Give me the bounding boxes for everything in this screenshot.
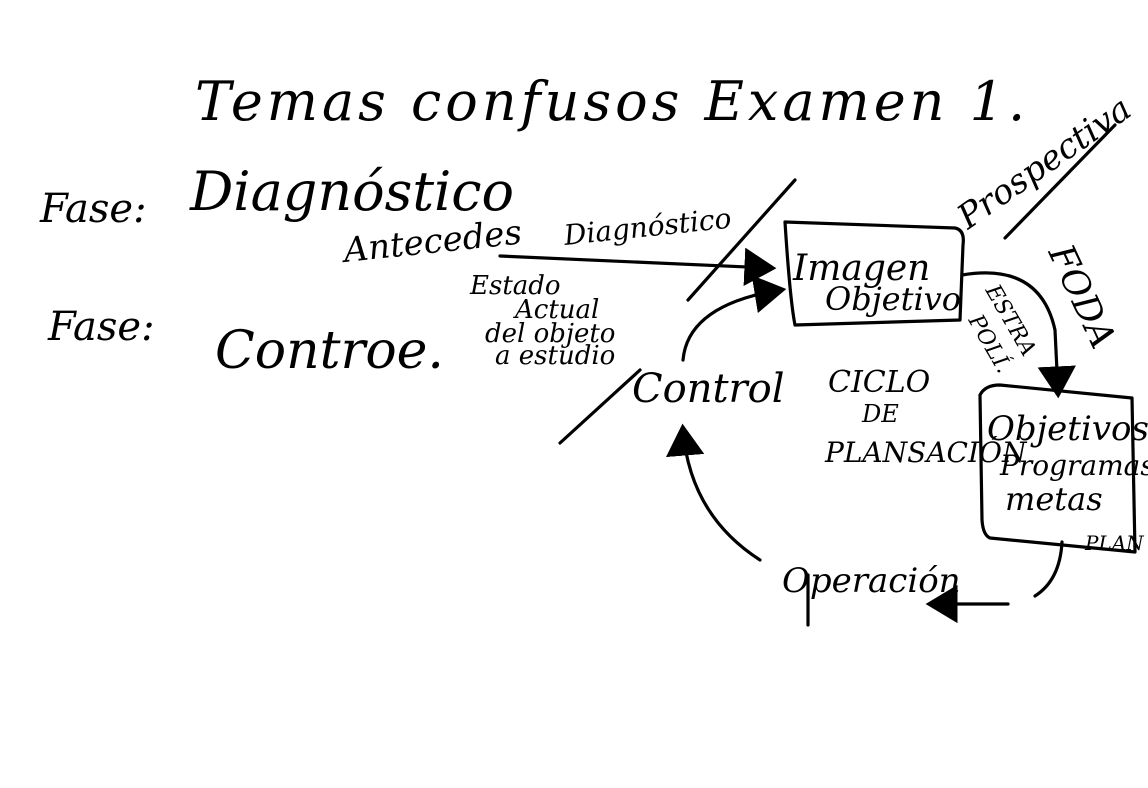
antecedentes-arrow [498, 247, 777, 287]
plan-label: PLAN [1084, 531, 1145, 555]
foda-label: FODA [1039, 238, 1123, 355]
imagen-to-objetivos-arrow [960, 271, 1076, 399]
diagnostico-label: Diagnóstico [561, 202, 733, 252]
operacion-to-control-arc [665, 423, 762, 562]
imagen-label: Imagen [792, 248, 930, 289]
phase-2-label: Fase: [47, 304, 155, 350]
estado-line-1: Estado [469, 271, 561, 301]
estado-line-3: del objeto [485, 319, 615, 349]
page-title: Temas confusos Examen 1. [195, 70, 1029, 133]
plansacion-label: PLANSACIÓN [824, 435, 1028, 469]
control-label: Control [632, 366, 785, 412]
objetivo-label: Objetivo [825, 280, 961, 318]
phase-1-label: Fase: [39, 186, 147, 232]
phase-2-name: Controe. [215, 321, 444, 381]
divider-slash-lower [558, 368, 642, 445]
metas-label: metas [1005, 480, 1103, 518]
prospectiva-underline [1003, 123, 1117, 240]
phase-1-name: Diagnóstico [189, 160, 514, 223]
divider-slash-upper [686, 178, 797, 302]
operacion-label: Operación [782, 561, 961, 601]
objetivos-to-operacion-arc [1033, 540, 1064, 598]
de-label: DE [861, 400, 899, 428]
objetivos-box [978, 383, 1137, 554]
programas-label: Programas [999, 449, 1148, 482]
ciclo-label: CICLO [828, 365, 930, 400]
control-to-imagen-arc [681, 275, 787, 362]
estado-line-2: Actual [513, 295, 599, 325]
imagen-objetivo-box [783, 220, 965, 327]
objetivos-label: Objetivos [987, 409, 1148, 449]
estado-line-4: a estudio [495, 341, 615, 371]
